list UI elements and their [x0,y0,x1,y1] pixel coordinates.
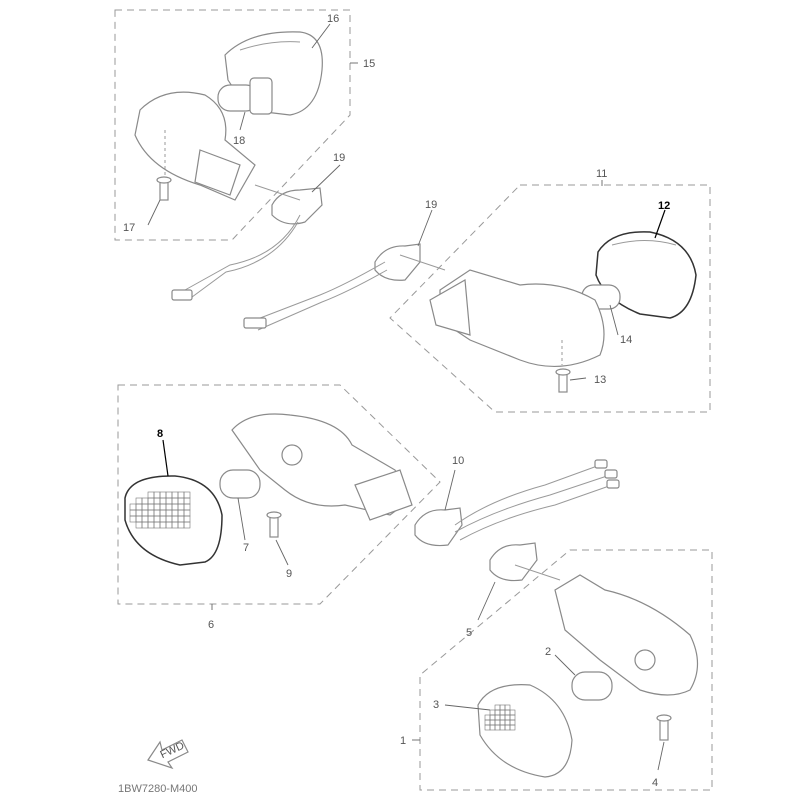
assembly-6-boundary [117,384,441,605]
part-19-bracket-b [374,243,421,281]
assembly-11-boundary [389,184,711,413]
assembly-1-group: 5 2 3 4 1 [400,542,713,791]
callout-9: 9 [286,568,292,580]
assembly-15-group: 16 15 18 17 19 [114,9,375,301]
part-10-bracket [414,507,463,547]
diagram-code: 1BW7280-M400 [118,783,198,795]
callout-11: 11 [596,168,607,180]
callout-6: 6 [208,619,214,631]
callout-19-b: 19 [425,199,437,211]
callout-13: 13 [594,374,606,386]
callout-12: 12 [658,200,670,212]
callout-7: 7 [243,542,249,554]
assembly-11-group: 11 12 14 13 19 [243,168,711,413]
part-5-bracket [489,542,538,582]
callout-3: 3 [433,699,439,711]
assembly-15-boundary [114,9,351,241]
part-8-lens [124,475,223,566]
callout-15: 15 [363,58,375,70]
assembly-6-group: 8 7 9 6 10 [117,384,620,631]
callout-17: 17 [123,222,135,234]
callout-5: 5 [466,627,472,639]
housing-1 [554,574,699,696]
fwd-arrow-icon: FWD [147,739,189,770]
callout-1: 1 [400,735,406,747]
part-7-bulb [219,469,261,499]
callout-16: 16 [327,13,339,25]
callout-18: 18 [233,135,245,147]
callout-14: 14 [620,334,632,346]
callout-4: 4 [652,777,658,789]
callout-19-a: 19 [333,152,345,164]
assembly-1-boundary [419,549,713,791]
housing-11 [439,269,605,367]
callout-2: 2 [545,646,551,658]
part-2-bulb [571,671,613,701]
callout-8: 8 [157,428,163,440]
callout-10: 10 [452,455,464,467]
part-19-bracket-a [271,187,323,225]
part-3-lens [477,684,573,778]
